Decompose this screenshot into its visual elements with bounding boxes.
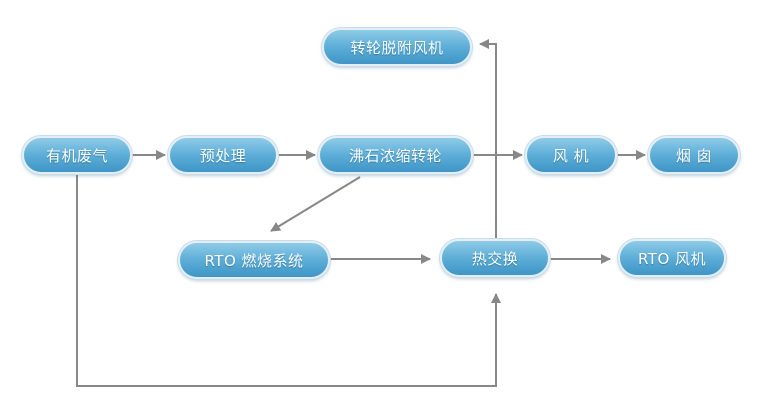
arrow-wastegas-bypass-to-heat-exchange — [76, 174, 501, 387]
arrow-heat-exchange-to-desorption-fan — [479, 39, 497, 239]
node-pretreatment: 预处理 — [168, 136, 278, 174]
node-fan: 风 机 — [525, 136, 617, 174]
node-zeolite-rotor: 沸石浓缩转轮 — [318, 136, 473, 174]
node-desorption-fan: 转轮脱附风机 — [322, 28, 472, 66]
node-waste-gas: 有机废气 — [22, 136, 132, 174]
arrow-rotor-to-rto — [270, 176, 361, 232]
node-chimney: 烟 囱 — [648, 136, 740, 174]
node-heat-exchange: 热交换 — [440, 239, 550, 277]
node-rto-fan: RTO 风机 — [618, 239, 726, 277]
node-rto-combustion: RTO 燃烧系统 — [178, 241, 330, 279]
